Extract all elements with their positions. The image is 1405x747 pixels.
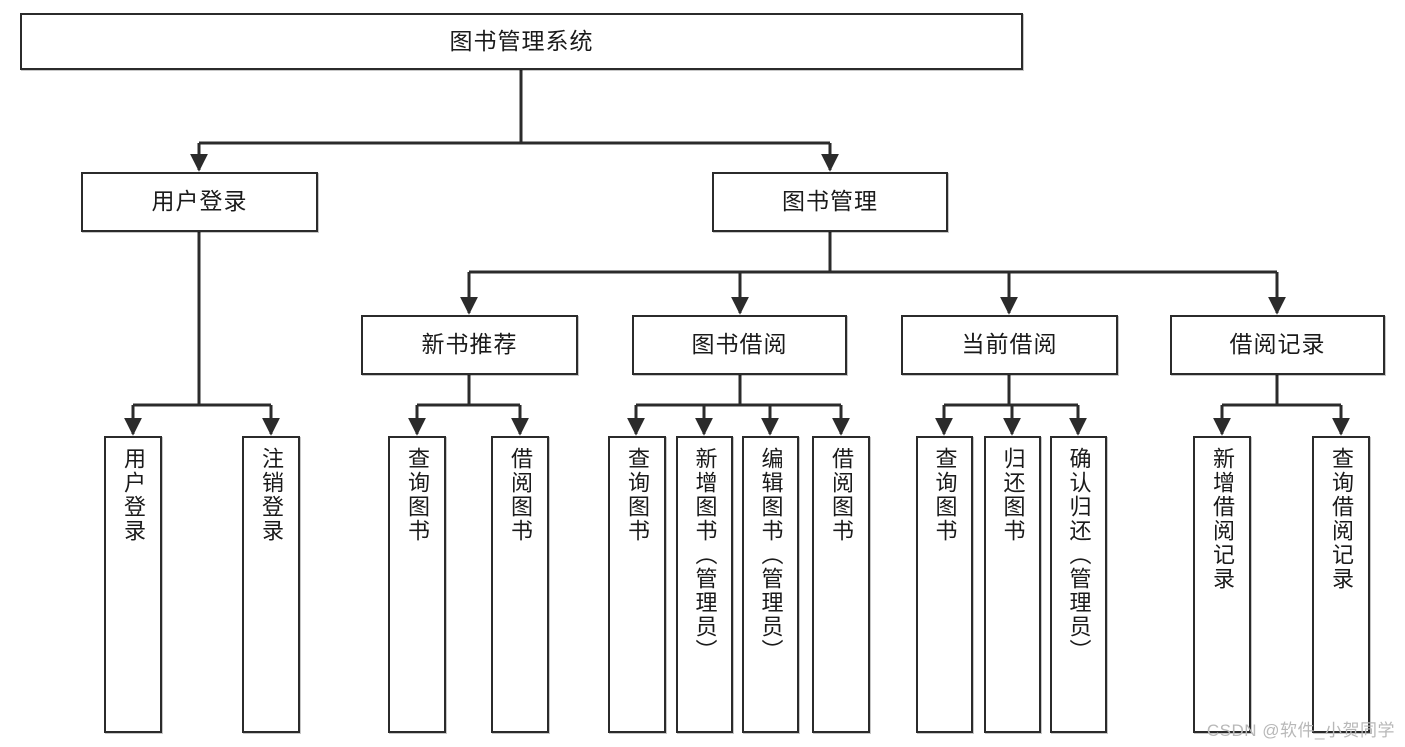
node-leaf-book-borrow-3[interactable]: 编辑图书（管理员）	[742, 436, 799, 733]
node-leaf-book-borrow-1[interactable]: 查询图书	[608, 436, 666, 733]
node-new-book-recommend[interactable]: 新书推荐	[361, 315, 578, 375]
node-leaf-book-borrow-1-label: 查询图书	[625, 447, 650, 543]
node-book-manage-label: 图书管理	[782, 188, 878, 215]
node-leaf-user-login-2-label: 注销登录	[259, 447, 284, 543]
node-leaf-book-borrow-3-label: 编辑图书（管理员）	[758, 447, 784, 663]
node-leaf-current-borrow-1[interactable]: 查询图书	[916, 436, 973, 733]
node-current-borrow[interactable]: 当前借阅	[901, 315, 1118, 375]
node-root-label: 图书管理系统	[449, 27, 594, 54]
node-leaf-current-borrow-2[interactable]: 归还图书	[984, 436, 1041, 733]
node-book-borrow-label: 图书借阅	[691, 331, 788, 358]
node-leaf-user-login-1-label: 用户登录	[121, 447, 146, 543]
node-user-login-label: 用户登录	[151, 188, 248, 215]
node-book-manage[interactable]: 图书管理	[712, 172, 948, 232]
node-leaf-new-book-2[interactable]: 借阅图书	[491, 436, 549, 733]
node-leaf-borrow-record-1-label: 新增借阅记录	[1210, 447, 1235, 591]
node-leaf-current-borrow-3-label: 确认归还（管理员）	[1066, 447, 1092, 663]
node-leaf-book-borrow-2-label: 新增图书（管理员）	[692, 447, 718, 663]
node-leaf-book-borrow-4-label: 借阅图书	[829, 447, 854, 543]
node-leaf-book-borrow-2[interactable]: 新增图书（管理员）	[676, 436, 733, 733]
node-user-login[interactable]: 用户登录	[81, 172, 318, 232]
node-leaf-new-book-1[interactable]: 查询图书	[388, 436, 446, 733]
watermark: CSDN @软件_小贺同学	[1206, 721, 1395, 740]
node-leaf-user-login-1[interactable]: 用户登录	[104, 436, 162, 733]
node-leaf-current-borrow-2-label: 归还图书	[1000, 447, 1026, 543]
node-current-borrow-label: 当前借阅	[961, 331, 1058, 358]
node-leaf-borrow-record-1[interactable]: 新增借阅记录	[1193, 436, 1251, 733]
node-borrow-record-label: 借阅记录	[1229, 331, 1326, 358]
node-leaf-current-borrow-1-label: 查询图书	[932, 447, 958, 543]
node-leaf-new-book-2-label: 借阅图书	[508, 447, 533, 543]
node-leaf-user-login-2[interactable]: 注销登录	[242, 436, 300, 733]
node-root[interactable]: 图书管理系统	[20, 13, 1023, 70]
node-leaf-borrow-record-2-label: 查询借阅记录	[1329, 447, 1354, 591]
node-book-borrow[interactable]: 图书借阅	[632, 315, 847, 375]
node-new-book-recommend-label: 新书推荐	[421, 331, 518, 358]
node-leaf-new-book-1-label: 查询图书	[405, 447, 430, 543]
node-leaf-current-borrow-3[interactable]: 确认归还（管理员）	[1050, 436, 1107, 733]
node-leaf-book-borrow-4[interactable]: 借阅图书	[812, 436, 870, 733]
node-leaf-borrow-record-2[interactable]: 查询借阅记录	[1312, 436, 1370, 733]
node-borrow-record[interactable]: 借阅记录	[1170, 315, 1385, 375]
